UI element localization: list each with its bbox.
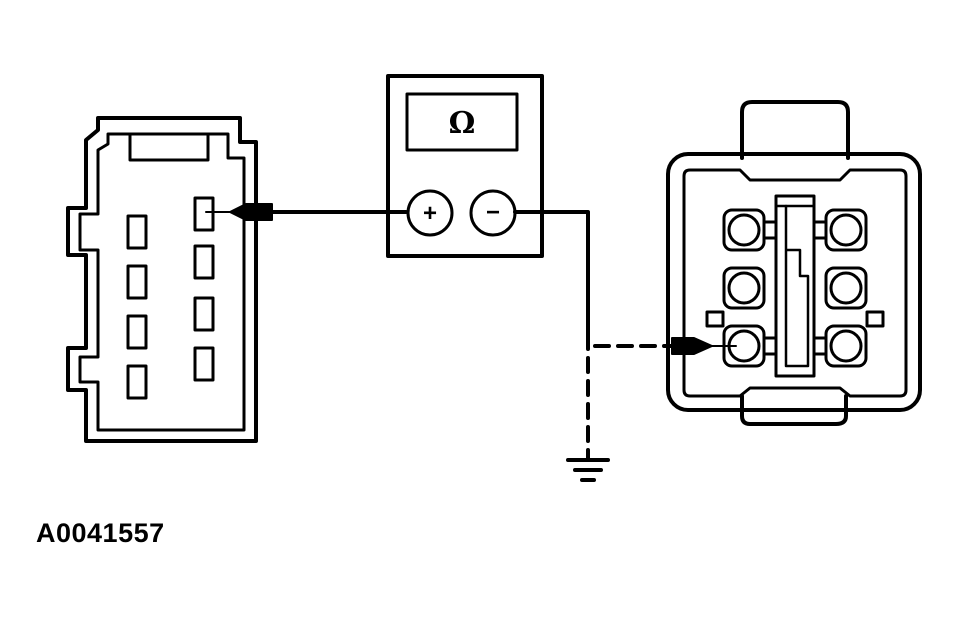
figure-id: A0041557	[36, 518, 165, 548]
positive-probe	[205, 203, 408, 221]
side-key	[705, 310, 725, 328]
positive-terminal-label: +	[423, 200, 437, 227]
terminal-pin-tested	[722, 324, 766, 368]
right-connector-outer-shell	[666, 152, 922, 412]
right-connector-bottom-tab	[740, 394, 848, 426]
cavity	[193, 296, 215, 332]
right-connector	[666, 100, 922, 426]
side-key	[865, 310, 885, 328]
ohmmeter-body	[386, 74, 544, 258]
right-connector-top-latch	[740, 100, 850, 160]
cavity	[193, 244, 215, 280]
cavity	[193, 346, 215, 382]
negative-lead	[513, 210, 737, 460]
terminal-pins	[722, 208, 868, 368]
left-connector	[66, 116, 258, 443]
negative-lead-wire	[513, 210, 590, 337]
ground-symbol-icon	[566, 458, 610, 482]
left-connector-inner-body	[78, 132, 246, 432]
probe-tip-icon	[229, 203, 273, 221]
ohmmeter-display	[405, 92, 519, 152]
center-locking-bar-inner	[784, 204, 810, 368]
cavity	[126, 314, 148, 350]
positive-terminal	[406, 189, 454, 237]
right-connector-inner-shell	[682, 168, 908, 398]
ohmmeter	[386, 74, 544, 258]
left-connector-outer-body	[66, 116, 258, 443]
negative-terminal-label: −	[486, 199, 500, 226]
cavity	[126, 264, 148, 300]
probe-tip-icon	[671, 337, 713, 355]
cavity	[126, 214, 148, 250]
left-connector-latch-window	[128, 132, 210, 162]
cavity	[126, 364, 148, 400]
cavity-tested	[193, 196, 215, 232]
ohm-symbol: Ω	[449, 106, 476, 141]
